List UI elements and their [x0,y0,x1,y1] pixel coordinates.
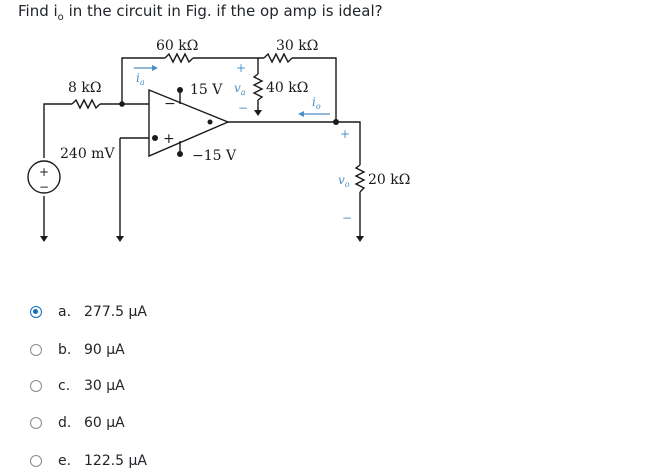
node-dot-noninv [152,135,158,141]
ground-arrow-left [116,236,124,242]
radio-button-d[interactable] [30,417,42,429]
wire-node-up [121,57,165,104]
circuit-diagram: 60 kΩ 30 kΩ 8 kΩ 40 kΩ 20 kΩ 240 mV 15 V… [27,38,410,242]
node-dot-output [207,119,213,125]
label-vo: vo [338,173,350,189]
label-30k: 30 kΩ [276,38,318,54]
resistor-8k [71,98,101,110]
option-letter: c. [58,378,71,394]
radio-button-b[interactable] [30,344,42,356]
option-text: 60 μA [84,415,125,431]
label-va: va [234,81,246,97]
option-b[interactable]: b. 90 μA [30,338,125,362]
option-a[interactable]: a. 277.5 μA [30,300,147,324]
resistor-60k [164,52,194,64]
radio-button-a[interactable] [30,306,42,318]
radio-button-e[interactable] [30,455,42,467]
ground-arrow-20k [356,236,364,242]
option-d[interactable]: d. 60 μA [30,411,125,435]
node-dot-left [119,101,125,107]
option-letter: b. [58,342,72,358]
label-40k: 40 kΩ [266,80,308,96]
option-text: 30 μA [84,378,125,394]
source-plus-sign: + [39,165,49,179]
label-20k: 20 kΩ [368,172,410,188]
option-letter: e. [58,453,72,469]
resistor-40k [252,73,264,101]
node-dot-vpos [177,87,183,93]
label-va-minus: − [238,101,248,115]
node-dot-vneg [177,151,183,157]
option-text: 122.5 μA [84,453,148,469]
label-ia: ia [136,71,145,87]
wire-output-down [336,121,361,165]
option-letter: a. [58,304,72,320]
ground-arrow-40k [254,110,262,116]
question-prefix: Find i [18,2,58,20]
source-minus-sign: − [39,180,49,194]
voltage-source [27,160,61,194]
resistor-30k [263,52,293,64]
label-io: io [312,95,321,111]
label-va-plus: + [236,61,246,75]
source-top-wire [43,103,72,158]
opamp-plus-sign: + [163,131,175,147]
label-8k: 8 kΩ [68,80,101,96]
label-vo-plus: + [340,127,350,141]
label-source: 240 mV [60,146,115,162]
ground-arrow-source [40,236,48,242]
opamp-minus-sign: − [164,96,176,112]
option-letter: d. [58,415,72,431]
radio-button-c[interactable] [30,380,42,392]
option-c[interactable]: c. 30 μA [30,374,125,398]
question-subscript: o [57,12,64,23]
wire-30k-output [292,57,337,121]
label-vo-minus: − [342,211,352,225]
question-suffix: in the circuit in Fig. if the op amp is … [63,2,383,20]
opamp-triangle [148,88,230,158]
resistor-20k [354,164,366,193]
label-60k: 60 kΩ [156,38,198,54]
question-text: Find io in the circuit in Fig. if the op… [18,2,383,23]
option-e[interactable]: e. 122.5 μA [30,449,147,473]
label-vpos: 15 V [190,82,223,98]
node-dot-right [333,119,339,125]
label-vneg: −15 V [192,148,237,164]
option-text: 90 μA [84,342,125,358]
option-text: 277.5 μA [84,304,148,320]
